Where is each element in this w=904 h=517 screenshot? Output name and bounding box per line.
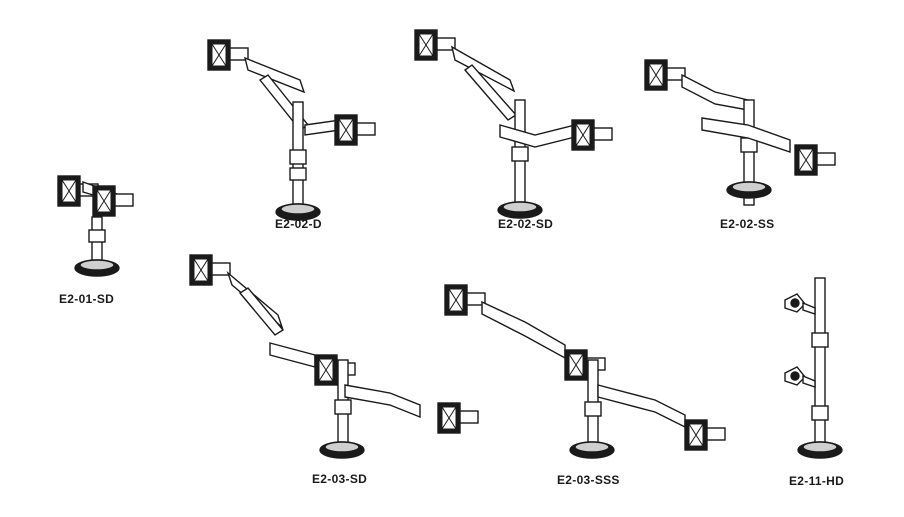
product-label: E2-02-D <box>275 217 322 231</box>
monitor-arm-illustration <box>207 39 376 221</box>
product-label: E2-03-SD <box>312 472 368 486</box>
monitor-arm-illustration <box>784 277 843 459</box>
product-label: E2-11-HD <box>789 474 845 488</box>
product-e2-03-sss: E2-03-SSS <box>440 280 740 487</box>
product-e2-11-hd: E2-11-HD <box>775 277 865 488</box>
product-e2-02-d: E2-02-D <box>200 30 400 231</box>
product-label: E2-03-SSS <box>557 473 620 487</box>
product-e2-01-sd: E2-01-SD <box>55 172 145 312</box>
product-e2-02-ss: E2-02-SS <box>640 59 855 235</box>
product-e2-03-sd: E2-03-SD <box>189 254 490 486</box>
monitor-arm-illustration <box>57 175 134 277</box>
monitor-arm-illustration <box>444 284 726 459</box>
product-e2-02-sd: E2-02-SD <box>410 25 620 231</box>
monitor-arm-illustration <box>189 254 479 459</box>
monitor-arm-illustration <box>414 29 613 219</box>
product-label: E2-02-SD <box>498 217 554 231</box>
monitor-arm-illustration <box>644 59 836 206</box>
product-label: E2-01-SD <box>59 292 115 306</box>
product-label: E2-02-SS <box>720 217 775 231</box>
